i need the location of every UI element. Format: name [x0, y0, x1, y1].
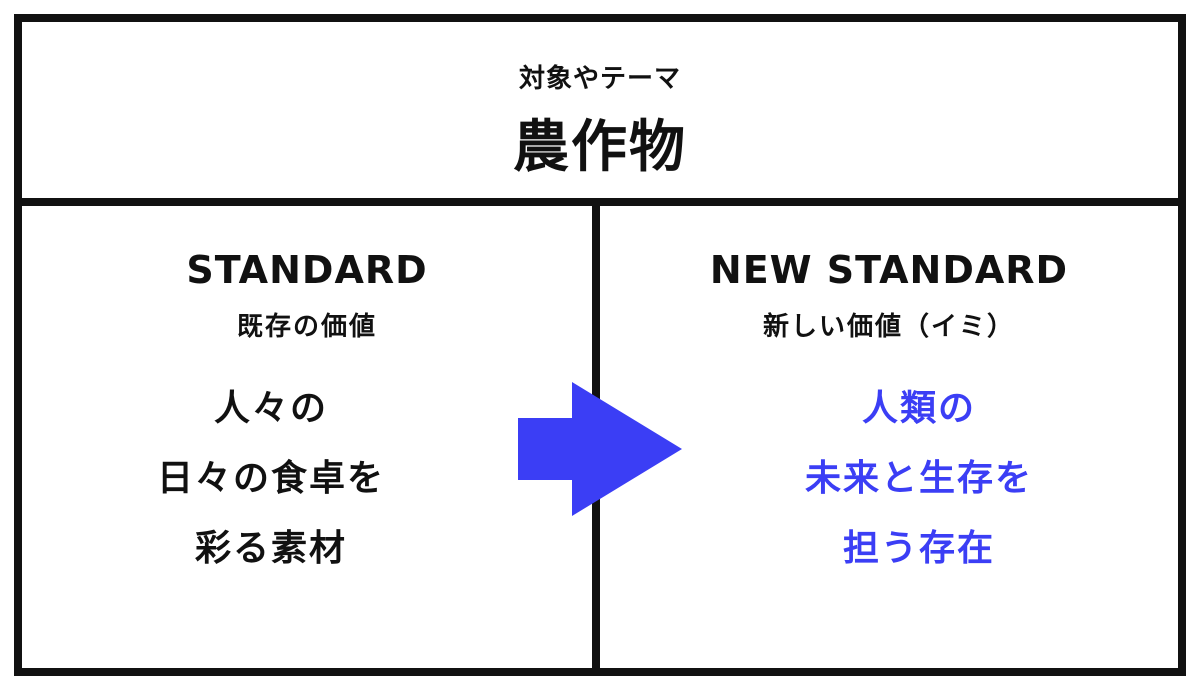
- arrow-right-icon: [518, 382, 682, 516]
- comparison-diagram: 対象やテーマ 農作物 STANDARD 既存の価値 人々の 日々の食卓を 彩る素…: [14, 14, 1186, 676]
- standard-description: 人々の 日々の食卓を 彩る素材: [22, 374, 520, 584]
- value-comparison: STANDARD 既存の価値 人々の 日々の食卓を 彩る素材 NEW STAND…: [22, 206, 1178, 668]
- new-standard-line: 人類の: [861, 388, 976, 429]
- standard-heading: STANDARD: [186, 248, 428, 292]
- arrow-shape: [518, 382, 682, 516]
- standard-line: 日々の食卓を: [156, 458, 385, 499]
- new-standard-line: 担う存在: [842, 528, 995, 569]
- topic-cell: 対象やテーマ 農作物: [22, 22, 1178, 206]
- new-standard-column: NEW STANDARD 新しい価値（イミ） 人類の 未来と生存を 担う存在: [600, 206, 1178, 668]
- standard-column: STANDARD 既存の価値 人々の 日々の食卓を 彩る素材: [22, 206, 600, 668]
- new-standard-description: 人類の 未来と生存を 担う存在: [660, 374, 1178, 584]
- topic-title: 農作物: [513, 115, 687, 180]
- standard-subheading: 既存の価値: [236, 312, 377, 342]
- new-standard-line: 未来と生存を: [804, 458, 1033, 499]
- topic-label: 対象やテーマ: [518, 64, 681, 94]
- standard-line: 人々の: [213, 388, 328, 429]
- standard-line: 彩る素材: [194, 528, 347, 569]
- new-standard-heading: NEW STANDARD: [709, 248, 1069, 292]
- new-standard-subheading: 新しい価値（イミ）: [762, 312, 1015, 342]
